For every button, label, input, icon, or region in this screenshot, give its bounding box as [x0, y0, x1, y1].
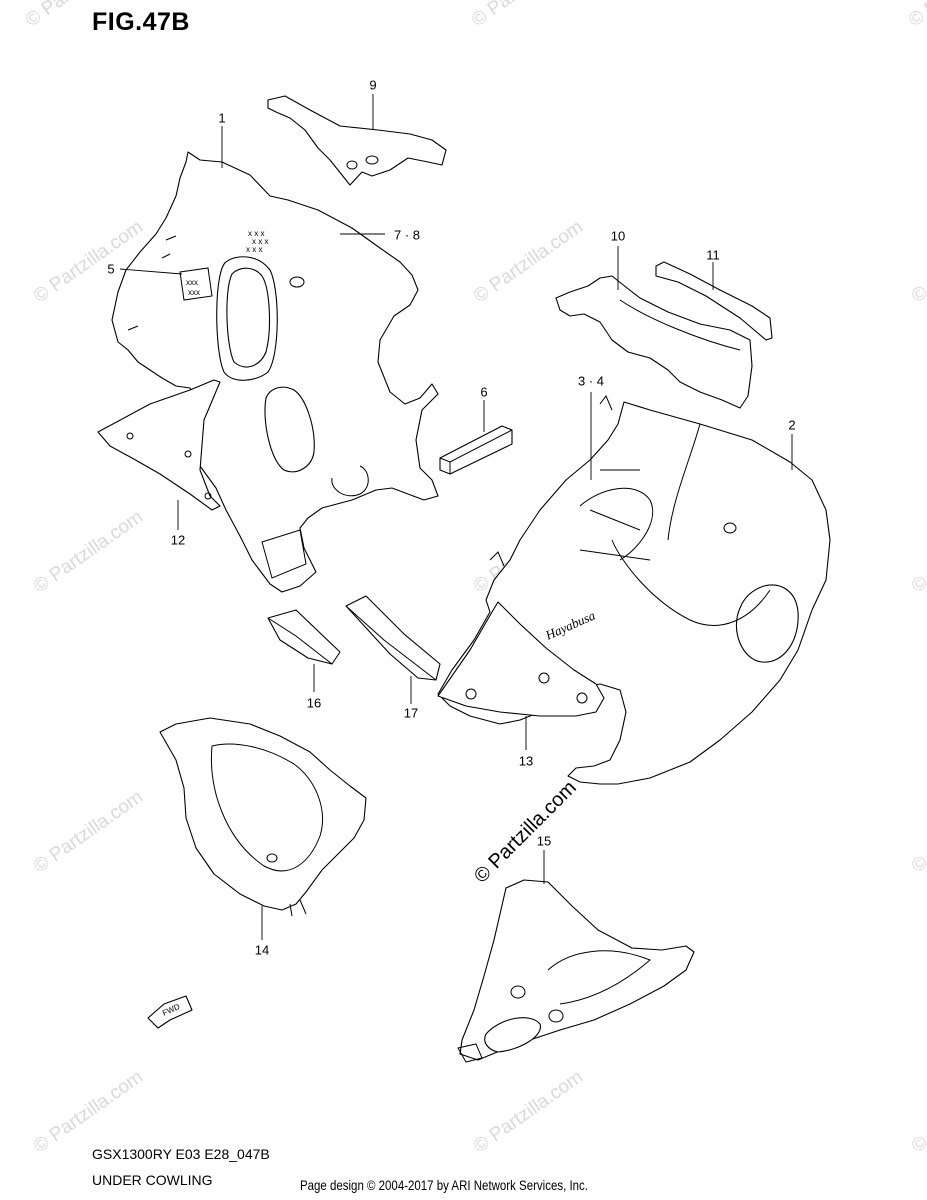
leader-lines — [119, 94, 793, 940]
svg-text:xxx: xxx — [186, 278, 198, 287]
part-15-under-cowling-center[interactable] — [457, 879, 695, 1063]
part-9-inner-cover[interactable] — [267, 95, 447, 186]
callout-2[interactable]: 2 — [788, 417, 796, 433]
callout-10[interactable]: 10 — [610, 228, 626, 244]
callout-7-8[interactable]: 7 · 8 — [393, 227, 421, 243]
part-14-under-cowling-left[interactable] — [159, 717, 367, 917]
svg-text:xxx: xxx — [188, 288, 200, 297]
part-5-decal: xxx xxx — [179, 267, 213, 301]
callout-12[interactable]: 12 — [170, 532, 186, 548]
page-credit: Page design © 2004-2017 by ARI Network S… — [300, 1177, 588, 1193]
part-10-inner-cover-right[interactable] — [555, 275, 753, 409]
part-11-trim-strip[interactable] — [655, 261, 773, 341]
part-13-lower-panel[interactable] — [437, 601, 605, 717]
callout-3-4[interactable]: 3 · 4 — [577, 373, 605, 389]
callout-13[interactable]: 13 — [518, 753, 534, 769]
part-17-cushion[interactable] — [345, 595, 441, 681]
svg-text:x x x: x x x — [248, 229, 264, 238]
callout-15[interactable]: 15 — [536, 833, 552, 849]
callout-6[interactable]: 6 — [480, 384, 488, 400]
svg-text:x x x: x x x — [252, 237, 268, 246]
part-1-inner-cowling-left[interactable] — [111, 151, 439, 593]
svg-text:x x x: x x x — [246, 245, 262, 254]
section-name: UNDER COWLING — [92, 1172, 213, 1188]
part-7-8-decal: x x x x x x x x x — [246, 229, 268, 254]
callout-9[interactable]: 9 — [369, 77, 377, 93]
figure-title: FIG.47B — [92, 8, 190, 36]
part-2-side-cowling-right[interactable]: Hayabusa — [437, 395, 831, 785]
callout-14[interactable]: 14 — [254, 942, 270, 958]
callout-5[interactable]: 5 — [107, 261, 115, 277]
callout-11[interactable]: 11 — [706, 247, 720, 263]
fwd-arrow-icon: FWD — [147, 995, 193, 1029]
callout-16[interactable]: 16 — [306, 695, 322, 711]
model-code: GSX1300RY E03 E28_047B — [92, 1146, 270, 1162]
part-16-cushion[interactable] — [267, 609, 341, 665]
callout-1[interactable]: 1 — [218, 110, 226, 126]
part-12-lower-bracket[interactable] — [97, 379, 221, 511]
callout-17[interactable]: 17 — [403, 705, 419, 721]
part-6-cushion[interactable] — [439, 425, 513, 475]
